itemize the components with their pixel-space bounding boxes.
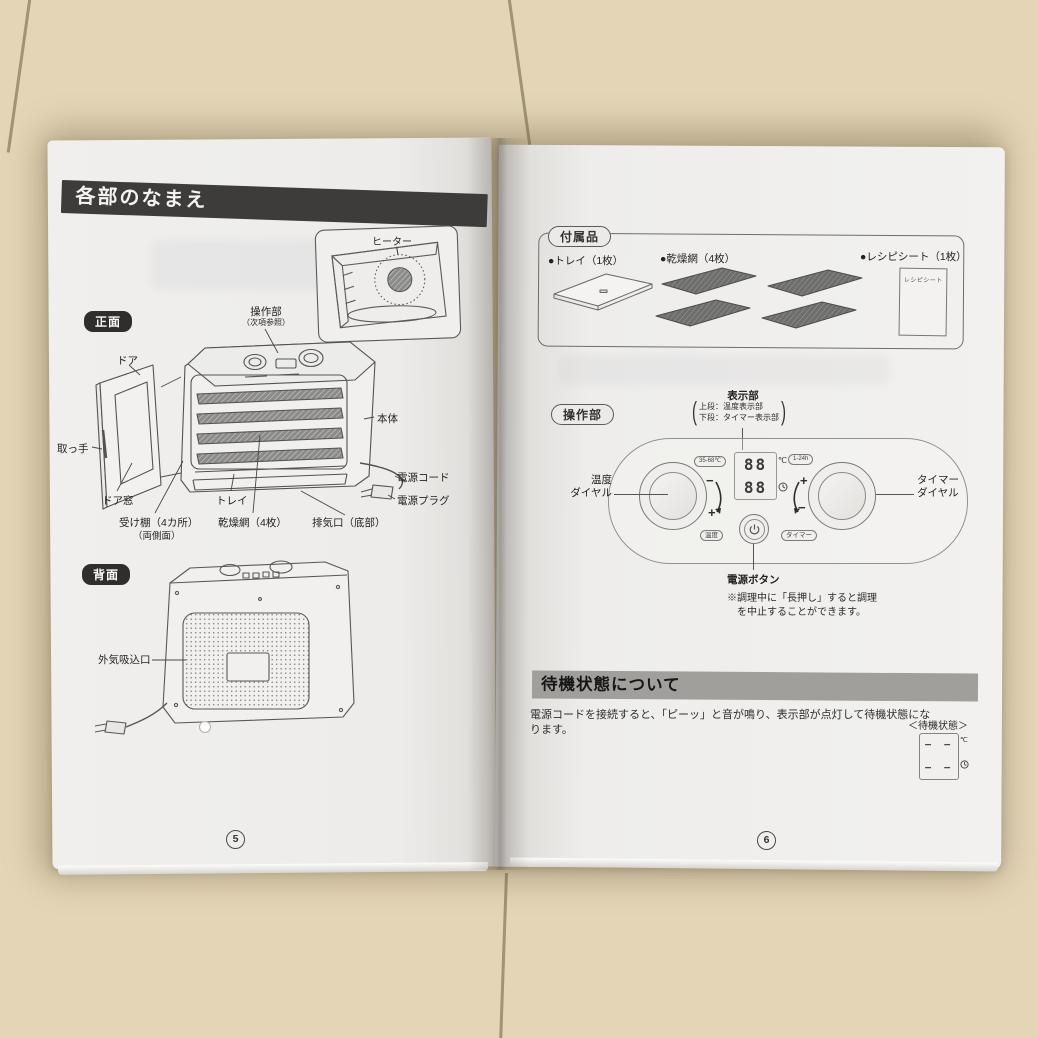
front-view-badge: 正面 [84, 311, 133, 332]
accessory-mesh-drawing [650, 262, 875, 342]
floor-plank-seam [6, 0, 32, 153]
handle-label: 取っ手 [57, 443, 89, 455]
display-title: 表示部 [727, 390, 759, 402]
control-panel-sublabel: （次項参照） [242, 318, 290, 327]
temp-tag: 温度 [700, 530, 723, 541]
power-button-label: 電源ボタン [727, 574, 780, 586]
back-view-diagram [55, 555, 400, 740]
power-button-ring [743, 518, 765, 540]
temp-minus-sign: − [706, 473, 714, 488]
heater-inset-diagram [313, 222, 465, 348]
body-label: 本体 [377, 413, 398, 425]
power-button-leader [753, 544, 754, 570]
page-number-right: 6 [757, 831, 776, 850]
standby-dash-top: − − [924, 738, 954, 752]
air-inlet-label: 外気吸込口 [98, 654, 151, 666]
accessories-badge: 付属品 [548, 226, 612, 247]
mesh-label: 乾燥網（4枚） [218, 517, 287, 529]
power-plug-label: 電源プラグ [397, 495, 450, 507]
temp-dial-arrow [715, 480, 726, 514]
power-button [739, 514, 769, 544]
standby-display: − − − − [919, 733, 959, 780]
timer-tag: タイマー [781, 530, 817, 541]
temperature-dial [639, 462, 707, 530]
temp-range-tag: 35-68℃ [694, 456, 727, 467]
control-panel-label: 操作部 [250, 306, 282, 318]
temperature-dial-knob [649, 472, 697, 520]
display-note-top: 上段：温度表示部 [699, 402, 763, 411]
timer-dial [808, 462, 876, 530]
accessory-recipe-label: ●レシピシート（1枚） [860, 251, 967, 263]
front-view-diagram [55, 325, 475, 553]
celsius-symbol: ℃ [778, 456, 787, 465]
accessory-mesh-label: ●乾燥網（4枚） [660, 253, 736, 265]
accessory-tray-label: ●トレイ（1枚） [548, 255, 624, 267]
floor-plank-seam [499, 872, 508, 1038]
open-paren: ( [692, 398, 697, 427]
timer-minus-sign: − [798, 500, 806, 515]
timer-range-tag: 1-24h [788, 454, 814, 465]
display-note: ( 上段：温度表示部 下段：タイマー表示部 ) [692, 398, 786, 427]
temp-plus-sign: + [708, 505, 716, 520]
standby-dash-bottom: − − [924, 760, 954, 774]
shelf-sublabel: （両側面） [133, 531, 181, 542]
standby-body-line2: ります。 [530, 724, 573, 736]
controls-badge: 操作部 [551, 404, 615, 425]
power-cord-label: 電源コード [397, 472, 450, 484]
display-leader-line [742, 428, 743, 450]
tray-label: トレイ [216, 495, 248, 507]
timer-plus-sign: + [800, 473, 808, 488]
close-paren: ) [781, 398, 786, 427]
accessory-recipe-drawing: レシピシート [898, 267, 948, 337]
heater-label: ヒーター [372, 237, 412, 248]
clock-icon [778, 482, 788, 492]
timer-dial-arrow [789, 480, 800, 514]
standby-clock-icon [960, 760, 969, 769]
shelf-label: 受け棚（4カ所） [119, 517, 199, 529]
timer-dial-label-2: ダイヤル [917, 487, 959, 499]
display-panel: 88 88 [734, 452, 777, 500]
timer-dial-knob [818, 472, 866, 520]
door-label: ドア [117, 355, 138, 367]
bleed-through [560, 355, 890, 385]
temp-dial-label-2: ダイヤル [570, 487, 612, 499]
power-note-line2: を中止することができます。 [737, 607, 866, 618]
timer-dial-leader [876, 494, 914, 495]
door-window-label: ドア窓 [102, 495, 134, 507]
temperature-digits: 88 [743, 454, 768, 474]
standby-caption: ＜待機状態＞ [908, 721, 968, 732]
page-number-left: 5 [226, 830, 245, 849]
book-gutter-shadow [468, 138, 530, 870]
power-note-line1: ※調理中に「長押し」すると調理 [727, 593, 877, 604]
power-icon [748, 523, 761, 536]
standby-section-header: 待機状態について [531, 670, 979, 702]
exhaust-label: 排気口（底部） [312, 517, 386, 529]
standby-celsius: ℃ [960, 737, 968, 744]
recipe-sheet-text: レシピシート [903, 277, 943, 285]
display-note-bottom: 下段：タイマー表示部 [699, 412, 779, 422]
temp-dial-label-1: 温度 [591, 474, 612, 486]
standby-body-line1: 電源コードを接続すると、「ピーッ」と音が鳴り、表示部が点灯して待機状態にな [530, 709, 931, 721]
accessory-tray-drawing [548, 268, 658, 312]
timer-digits: 88 [743, 477, 768, 497]
timer-dial-label-1: タイマー [917, 474, 959, 486]
back-view-badge: 背面 [82, 564, 131, 585]
temp-dial-leader [614, 494, 668, 495]
